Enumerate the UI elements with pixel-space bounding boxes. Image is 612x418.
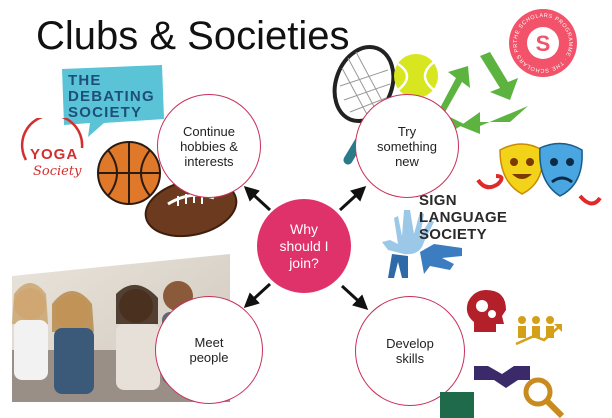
yoga-society-subtitle: Society (33, 164, 82, 179)
arrow-to-try-something-new (338, 185, 367, 212)
node-meet-people: Meet people (155, 296, 263, 404)
debating-society-logo: THE DEBATING SOCIETY (58, 65, 164, 137)
hands-icon (382, 210, 462, 278)
node-label: Meet people (189, 335, 229, 365)
scholars-badge: S THE SCHOLARS PROGRAMME · THE SCHOLARS … (508, 8, 577, 77)
tennis-ball-icon (394, 54, 438, 98)
recycle-icon (440, 52, 528, 134)
hub-why-join: Why should I join? (257, 199, 351, 293)
node-develop-skills: Develop skills (355, 296, 465, 406)
arrow-to-meet-people (243, 282, 272, 309)
node-label: Try something new (377, 123, 437, 169)
node-label: Continue hobbies & interests (180, 123, 238, 169)
theatre-masks-icon (476, 142, 602, 206)
arrow-to-continue-hobbies (243, 185, 272, 212)
speech-bubble-icon (62, 65, 164, 137)
arrow-to-develop-skills (340, 284, 369, 311)
head-gears-icon (466, 290, 506, 332)
sign-language-society-text: SIGN LANGUAGE SOCIETY (419, 192, 508, 243)
debating-society-text: THE DEBATING SOCIETY (68, 72, 155, 121)
yoga-society-title: YOGA (30, 146, 79, 163)
node-label: Develop skills (386, 336, 434, 366)
page-title: Clubs & Societies (36, 14, 350, 58)
green-block-icon (440, 392, 474, 418)
magnifier-icon (523, 377, 564, 418)
node-try-something-new: Try something new (355, 94, 459, 198)
hub-label: Why should I join? (279, 220, 329, 271)
handshake-icon (474, 366, 530, 388)
svg-text:S: S (536, 31, 551, 56)
node-continue-hobbies: Continue hobbies & interests (157, 94, 261, 198)
yoga-ring-icon (20, 118, 84, 161)
team-growth-icon (515, 316, 562, 346)
basketball-icon (97, 141, 161, 205)
